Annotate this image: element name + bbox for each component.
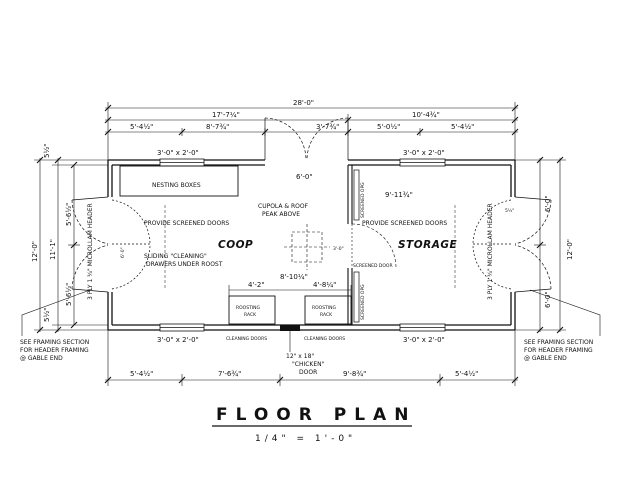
dim-side-door-left: 6'-0": [120, 247, 126, 258]
cleaning-doors-right-label: CLEANING DOORS: [304, 336, 345, 342]
drawing-scale: 1/4" = 1'-0": [255, 434, 356, 444]
cupola-label-2: PEAK ABOVE: [262, 211, 300, 218]
cupola-label-1: CUPOLA & ROOF: [258, 203, 309, 210]
dim-bot-b: 7'-6¾": [218, 370, 241, 378]
partition-wall: [347, 165, 397, 325]
room-storage-label: STORAGE: [398, 239, 457, 251]
dim-left-bot: 5½": [43, 308, 51, 322]
dim-bot-d: 5'-4½": [455, 370, 478, 378]
dim-left-mid2: 5'-6½": [65, 283, 73, 306]
nesting-boxes-label: NESTING BOXES: [152, 182, 201, 189]
dim-partition: 3'-0": [333, 246, 344, 252]
dim-right-small: 5½": [505, 207, 514, 214]
dim-top-d: 5'-0½": [377, 123, 400, 131]
window-bot-right-label: 3'-0" x 2'-0": [403, 336, 445, 344]
dim-left-inner: 11'-1": [49, 239, 57, 260]
dimension-ticks: [36, 104, 564, 384]
windows: [159, 158, 446, 332]
chicken-door-label-3: DOOR: [299, 369, 317, 376]
dim-right-top: 6'-0": [544, 195, 552, 212]
dim-top-a: 5'-4½": [130, 123, 153, 131]
note-right-1: SEE FRAMING SECTION: [524, 339, 593, 346]
dim-door-top: 6'-0": [296, 173, 313, 181]
roosting-rack-left-label: ROOSTING: [236, 305, 261, 311]
screened-opg-top-label: SCREENED OPG: [360, 182, 366, 218]
dim-roost-span: 8'-10¼": [280, 273, 308, 281]
dim-right-bot: 6'-0": [544, 291, 552, 308]
note-left-1: SEE FRAMING SECTION: [20, 339, 89, 346]
dim-roost-right: 4'-8¼": [313, 281, 336, 289]
dim-top-left-span: 17'-7¼": [212, 111, 240, 119]
dim-top-c: 3'-7¾": [316, 123, 339, 131]
header-right-label: 3 PLY 1 ¾" MICROLLAM HEADER: [487, 203, 494, 300]
dim-left-overall: 12'-0": [31, 241, 39, 262]
right-doors: [472, 196, 552, 293]
window-top-left-label: 3'-0" x 2'-0": [157, 149, 199, 157]
chicken-door-label-1: 12" x 18": [286, 353, 314, 360]
dim-top-b: 8'-7¾": [206, 123, 229, 131]
dim-left-mid1: 5'-6½": [65, 203, 73, 226]
dim-overall: 28'-0": [293, 99, 314, 107]
cleaning-doors-left-label: CLEANING DOORS: [226, 336, 267, 342]
dim-bot-c: 9'-8¾": [343, 370, 366, 378]
screened-doors-right-label: PROVIDE SCREENED DOORS: [362, 220, 447, 227]
roosting-rack-left-label-2: RACK: [244, 312, 257, 318]
dim-top-right-span: 10'-4¾": [412, 111, 440, 119]
screened-door-label: SCREENED DOOR: [353, 263, 393, 269]
drawing-title: FLOOR PLAN: [216, 405, 416, 425]
roosting-rack-right-label-2: RACK: [320, 312, 333, 318]
dim-right-mid: 12'-0": [566, 239, 574, 260]
note-right-3: @ GABLE END: [524, 355, 567, 362]
screened-doors-left-label: PROVIDE SCREENED DOORS: [144, 220, 229, 227]
sliding-drawers-label-1: SLIDING "CLEANING": [144, 253, 207, 260]
dimension-lines: [34, 102, 566, 386]
window-bot-left-label: 3'-0" x 2'-0": [157, 336, 199, 344]
storage-guides: [164, 205, 456, 290]
dim-left-top: 5½": [43, 144, 51, 158]
header-left-label: 3 PLY 1 ¾" MICROLLAM HEADER: [87, 203, 94, 300]
note-left-3: @ GABLE END: [20, 355, 63, 362]
screened-opg-bot-label: SCREENED OPG: [360, 284, 366, 320]
roosting-racks: [228, 285, 352, 325]
chicken-door-label-2: "CHICKEN": [292, 361, 325, 368]
top-doors: [264, 117, 349, 161]
nesting-boxes: [119, 165, 239, 197]
note-right-2: FOR HEADER FRAMING: [524, 347, 593, 354]
dim-top-e: 5'-4½": [451, 123, 474, 131]
dim-bot-a: 5'-4½": [130, 370, 153, 378]
dim-roost-left: 4'-2": [248, 281, 265, 289]
roosting-rack-right-label: ROOSTING: [312, 305, 337, 311]
window-top-right-label: 3'-0" x 2'-0": [403, 149, 445, 157]
dim-storage-depth: 9'-11¾": [385, 191, 413, 199]
cupola-outline: [284, 224, 330, 270]
note-leaders: [21, 289, 601, 336]
sliding-drawers-label-2: DRAWERS UNDER ROOST: [146, 261, 223, 268]
chicken-door-mark: [280, 325, 300, 331]
note-left-2: FOR HEADER FRAMING: [20, 347, 89, 354]
room-coop-label: COOP: [218, 239, 253, 251]
left-doors: [71, 196, 151, 293]
